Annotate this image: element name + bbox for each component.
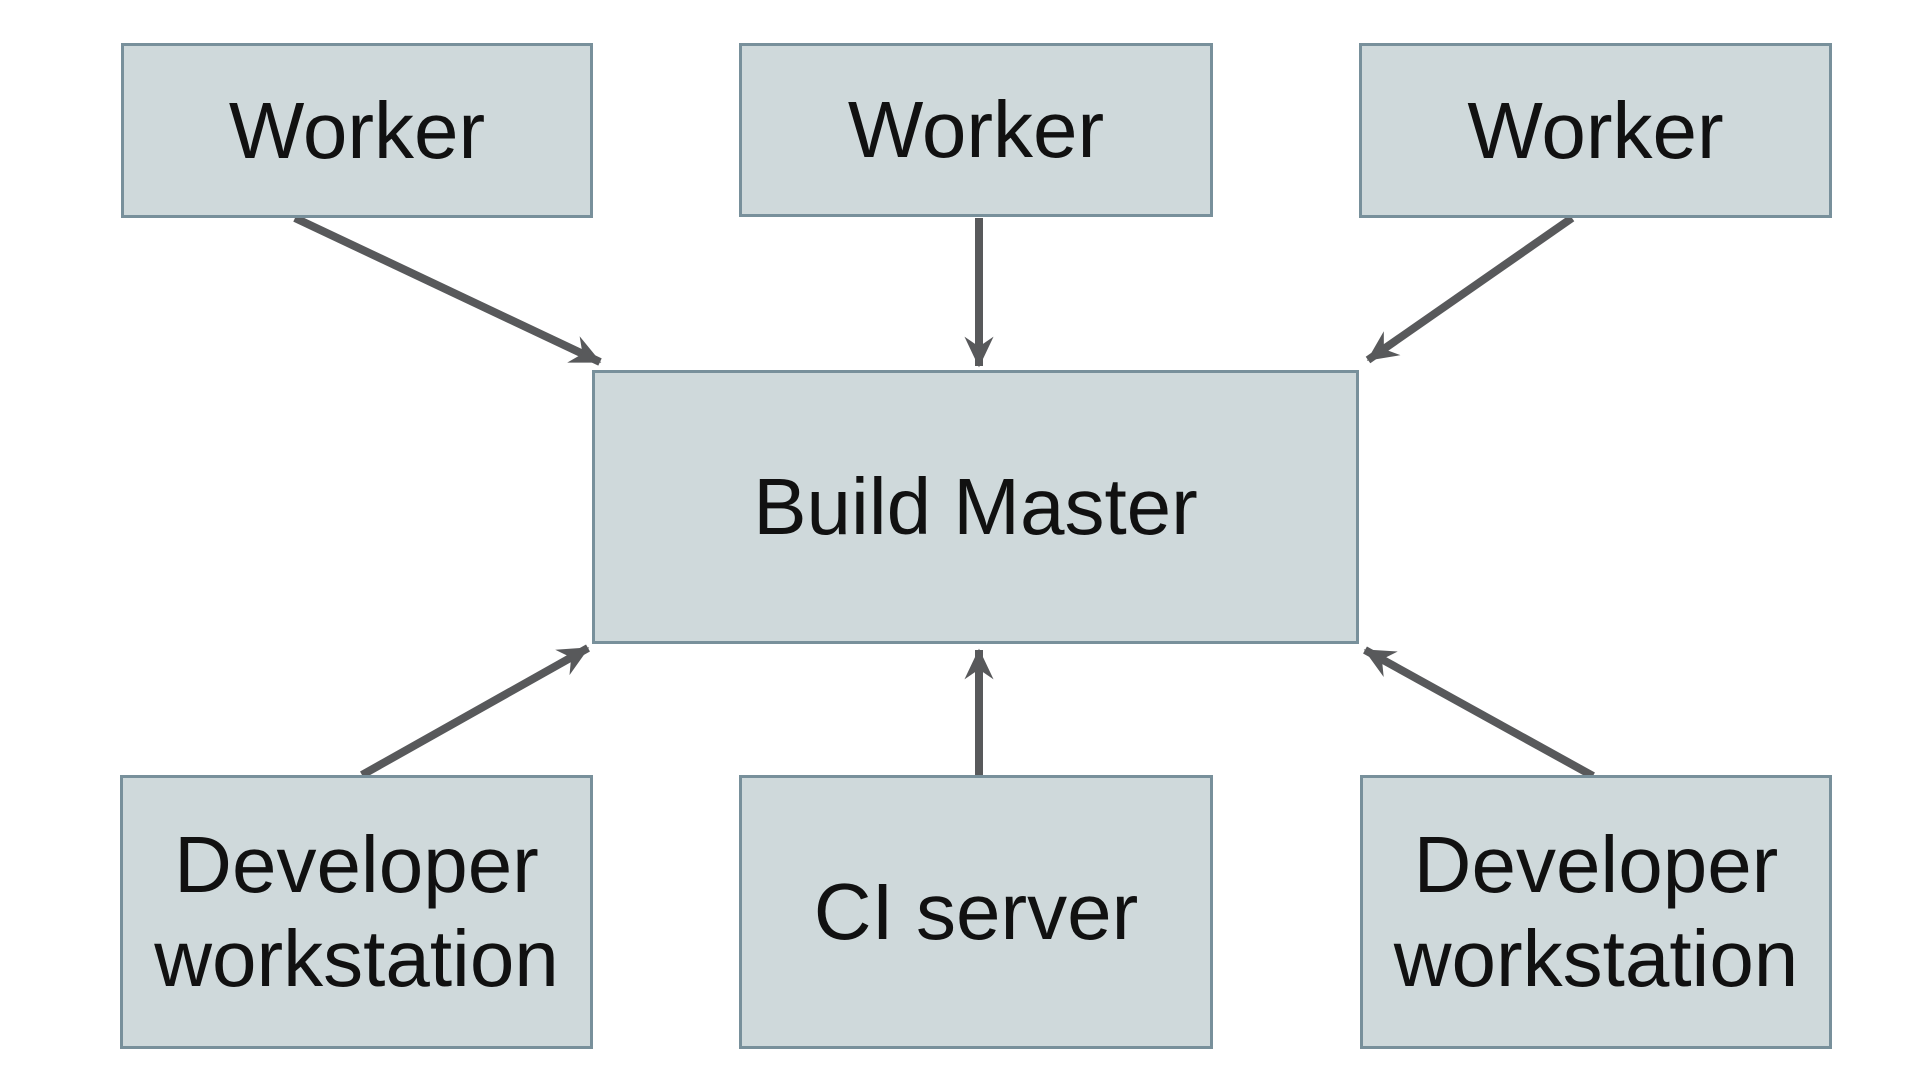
diagram-node-worker-1: Worker — [121, 43, 593, 218]
diagram-node-worker-2: Worker — [739, 43, 1213, 217]
node-label: Developer workstation — [154, 820, 559, 1003]
diagram-node-build-master: Build Master — [592, 370, 1359, 644]
edge-dev-workstation-left-to-build-master-arrow — [360, 644, 590, 779]
edge-worker-3-to-build-master-arrow — [1365, 214, 1575, 364]
diagram-node-ci-server: CI server — [739, 775, 1213, 1049]
edge-dev-workstation-right-to-build-master-arrow — [1363, 646, 1595, 780]
diagram-node-worker-3: Worker — [1359, 43, 1832, 218]
node-label: Developer workstation — [1393, 820, 1799, 1003]
node-label: Worker — [228, 85, 486, 175]
diagram-node-dev-workstation-left: Developer workstation — [120, 775, 593, 1049]
node-label: CI server — [813, 867, 1139, 957]
diagram-node-dev-workstation-right: Developer workstation — [1360, 775, 1832, 1049]
node-label: Build Master — [753, 462, 1198, 552]
node-label: Worker — [847, 85, 1105, 175]
edge-worker-1-to-build-master-arrow — [293, 214, 602, 366]
node-label: Worker — [1467, 85, 1724, 175]
